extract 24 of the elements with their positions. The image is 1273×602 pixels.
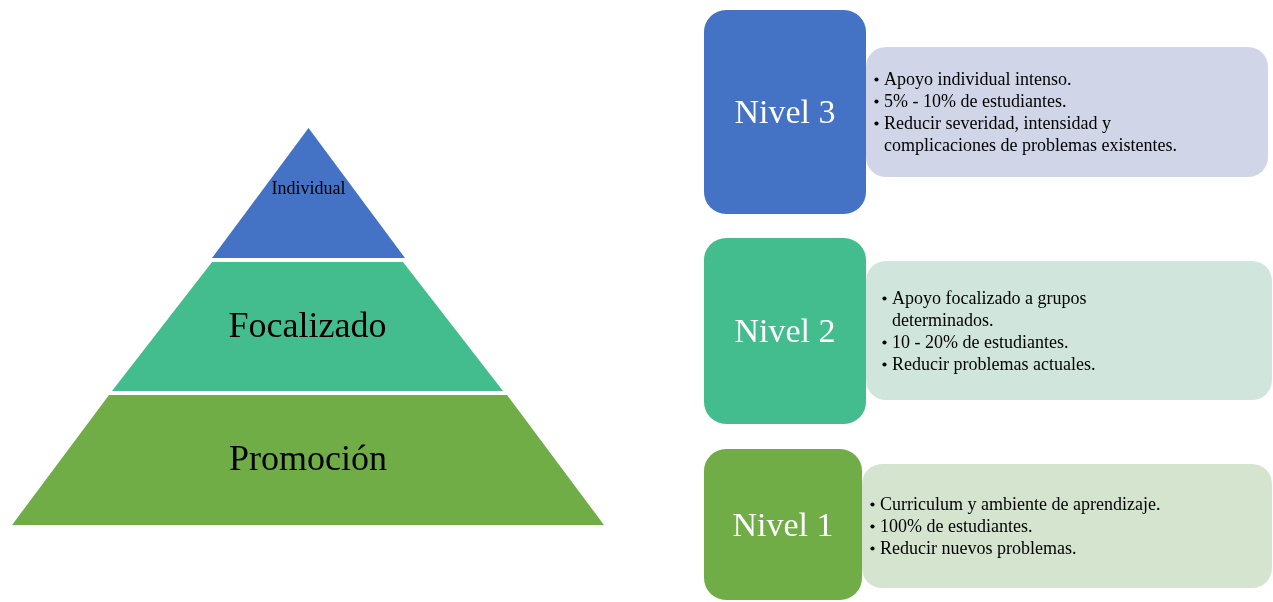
level-title: Nivel 1 (732, 505, 834, 544)
tier-label: Individual (270, 178, 347, 199)
level-title: Nivel 3 (734, 93, 836, 131)
info-panel (862, 464, 1272, 588)
tier-label: Focalizado (227, 304, 388, 346)
bullet-text: 10 - 20% de estudiantes. (892, 330, 1069, 353)
bullet-text: 5% - 10% de estudiantes. (884, 90, 1067, 112)
bullet-text: Curriculum y ambiente de aprendizaje. (880, 493, 1161, 515)
tier-label: Promoción (228, 437, 388, 479)
bullet-text: Reducir severidad, intensidad y complicaciones de problemas existentes. (884, 112, 1178, 156)
bullet-text: Apoyo focalizado a grupos determinados. (892, 286, 1088, 331)
level-card (704, 449, 862, 600)
info-panel (866, 261, 1272, 400)
bullet-text: Reducir problemas actuales. (892, 352, 1096, 375)
level-card (704, 10, 866, 214)
bullet-text: Apoyo individual intenso. (884, 68, 1072, 90)
bullet-text: Reducir nuevos problemas. (880, 537, 1077, 559)
pyramid-top-tier (212, 128, 405, 258)
info-panel (866, 47, 1268, 177)
level-title: Nivel 2 (734, 312, 836, 350)
level-card (704, 238, 866, 424)
bullet-text: 100% de estudiantes. (880, 515, 1033, 537)
pyramid-tier (12, 395, 604, 525)
pyramid-tier (112, 262, 503, 391)
